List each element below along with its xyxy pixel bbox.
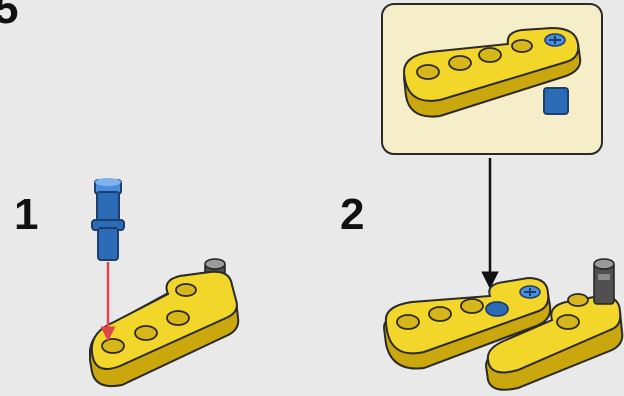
step-1-assembly (89, 178, 240, 388)
gray-pin-step2-icon (593, 258, 615, 305)
yellow-beam-right-icon (484, 293, 624, 391)
blue-pin-icon (91, 178, 125, 261)
page-number: 5 (0, 0, 19, 33)
step-2-assembly (382, 258, 624, 391)
blue-cross-axle-icon (544, 33, 566, 47)
blue-cross-axle-step2-icon (519, 285, 541, 299)
step-1-number: 1 (14, 190, 39, 239)
yellow-l-beam-icon (89, 270, 240, 388)
step-2-number: 2 (340, 190, 365, 239)
yellow-l-beam-front-icon (382, 276, 552, 370)
callout-box (381, 3, 603, 155)
